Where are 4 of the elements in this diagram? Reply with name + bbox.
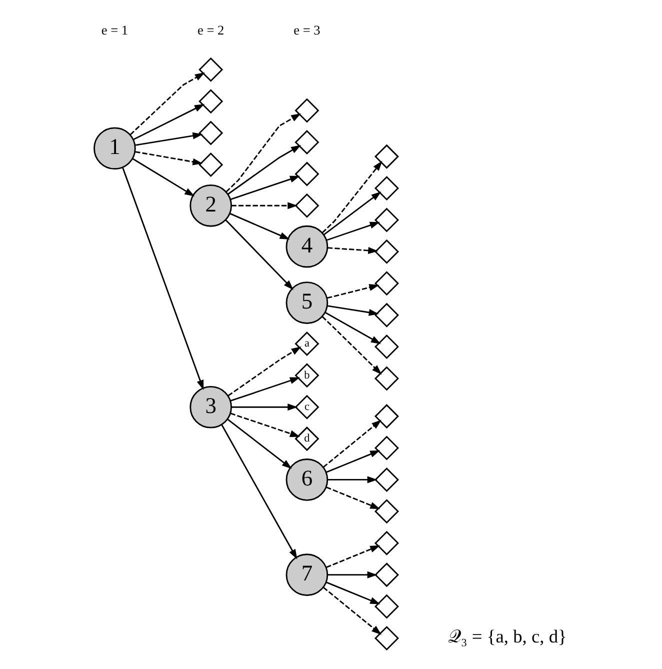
label: e = 1 [100,22,128,38]
label: e = 2 [196,22,224,38]
label: e = 3 [293,22,320,38]
label: 𝒬₃ = {a, b, c, d} [447,626,566,647]
